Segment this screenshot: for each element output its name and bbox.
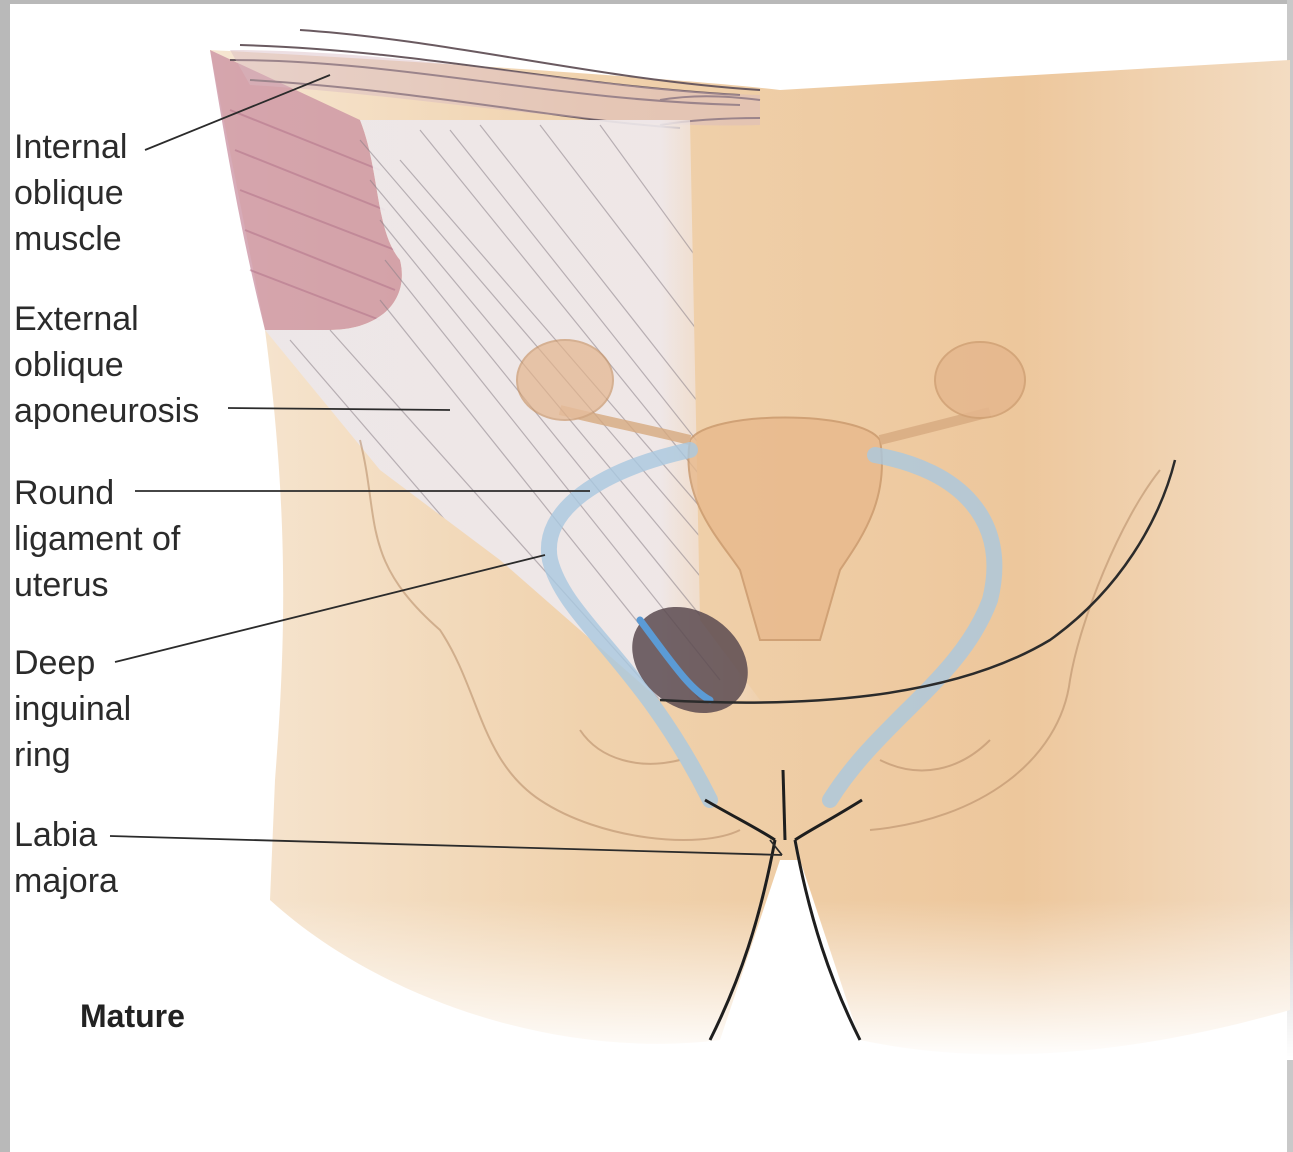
skin-fade xyxy=(260,900,1293,1060)
label-internal-oblique-muscle: Internal oblique muscle xyxy=(14,124,127,262)
label-round-ligament-of-uterus: Round ligament of uterus xyxy=(14,470,180,608)
label-external-oblique-aponeurosis: External oblique aponeurosis xyxy=(14,296,199,434)
label-labia-majora: Labia majora xyxy=(14,812,118,904)
label-deep-inguinal-ring: Deep inguinal ring xyxy=(14,640,131,778)
caption-title: Mature xyxy=(80,998,185,1035)
